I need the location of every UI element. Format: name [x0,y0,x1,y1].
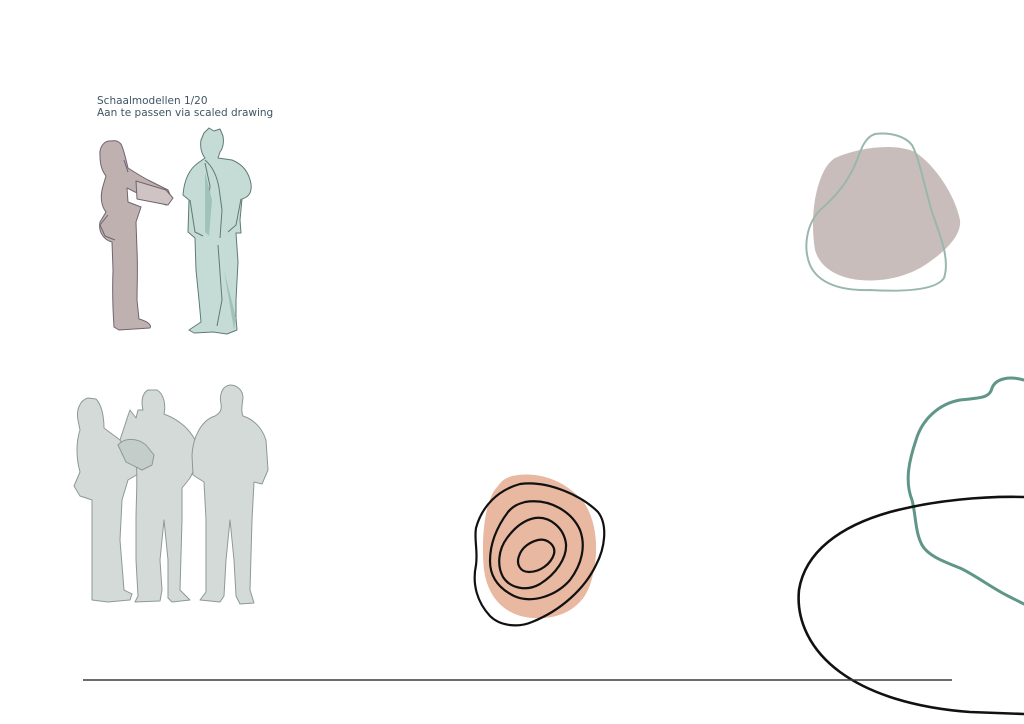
woman-holding-box-figure-icon [99,140,174,331]
scale-model-caption: Schaalmodellen 1/20 Aan te passen via sc… [97,95,274,119]
teal-organic-line-icon [906,376,1024,606]
caption-subtitle: Aan te passen via scaled drawing [97,106,274,119]
caption-title: Schaalmodellen 1/20 [97,95,208,107]
taupe-organic-shape-icon [805,132,961,292]
mint-outline-icon [805,132,947,292]
topographic-contour-icon [473,474,606,627]
three-people-silhouette-icon [73,384,269,605]
man-standing-figure-icon [182,127,252,335]
black-ellipse-line-icon [797,495,1024,716]
